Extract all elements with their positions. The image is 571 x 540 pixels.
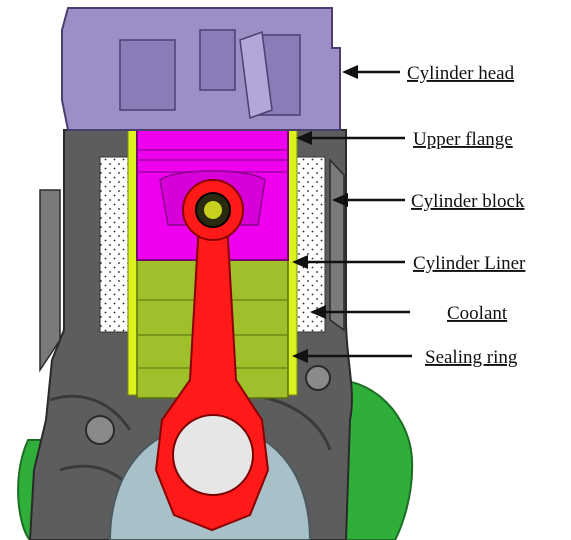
label-cylinder-head: Cylinder head <box>407 63 515 84</box>
arrow-sealing-ring <box>292 349 412 363</box>
coolant-jacket-left <box>99 156 129 333</box>
cylinder-head-valve <box>239 30 273 120</box>
arrow-coolant <box>310 305 410 319</box>
cylinder-block-shading <box>39 158 345 373</box>
label-cylinder-block: Cylinder block <box>411 191 525 212</box>
label-upper-flange: Upper flange <box>413 129 513 150</box>
arrow-cylinder-liner <box>292 255 405 269</box>
label-cylinder-liner: Cylinder Liner <box>413 253 526 274</box>
arrow-cylinder-head <box>342 65 400 79</box>
coolant-jacket-right <box>296 156 326 333</box>
label-sealing-ring: Sealing ring <box>425 347 518 368</box>
arrow-upper-flange <box>296 131 405 145</box>
cylinder-liner-left <box>127 129 138 396</box>
label-coolant: Coolant <box>447 303 508 324</box>
block-bolt-boss <box>85 415 115 445</box>
piston-pin-core <box>204 201 222 219</box>
arrow-cylinder-block <box>332 193 405 207</box>
big-end-bore <box>172 414 254 496</box>
block-bolt-boss <box>305 365 331 391</box>
